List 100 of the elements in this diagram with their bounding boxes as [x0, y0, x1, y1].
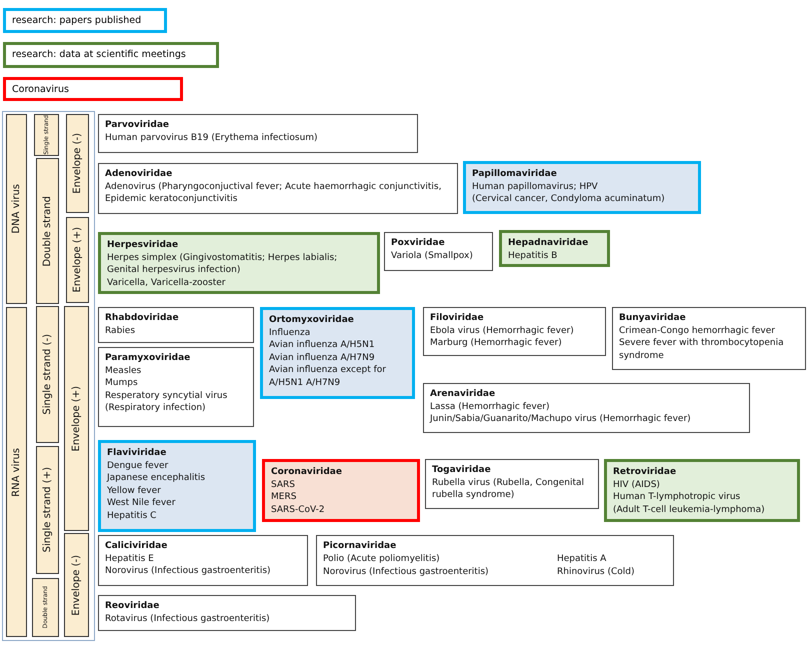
disease-entry: Hepatitis E — [105, 552, 155, 565]
virus-family-box — [98, 535, 308, 586]
classification-band — [36, 306, 59, 443]
virus-family-box — [612, 307, 806, 370]
virus-family-box — [604, 459, 800, 522]
disease-entry: Rabies — [105, 324, 136, 337]
disease-entry: Avian influenza A/H5N1 — [269, 339, 376, 352]
virus-family-box — [98, 114, 418, 153]
family-name: Papillomaviridae — [472, 168, 558, 180]
classification-band — [6, 114, 27, 304]
family-name: Retroviridae — [613, 466, 678, 478]
legend-label: research: papers published — [12, 15, 142, 26]
disease-entry: Avian influenza A/H7N9 — [269, 352, 376, 364]
virus-family-box — [98, 163, 458, 214]
family-name: Bunyaviridae — [619, 312, 687, 324]
disease-entry: Ebola virus (Hemorrhagic fever) — [430, 324, 575, 337]
classification-band — [66, 217, 89, 303]
virus-family-box — [316, 535, 674, 586]
virus-family-box — [98, 232, 380, 294]
virus-family-box — [425, 459, 599, 509]
classification-band — [36, 446, 59, 574]
disease-entry: Avian influenza except for A/H5N1 A/H7N9 — [269, 364, 387, 389]
classification-band — [64, 533, 89, 637]
disease-entry: (Adult T-cell leukemia-lymphoma) — [613, 504, 766, 516]
family-name: Rhabdoviridae — [105, 312, 180, 324]
disease-entry: Norovirus (Infectious gastroenteritis) — [105, 565, 272, 578]
disease-entry: MERS — [271, 491, 298, 504]
disease-entry: Human parvovirus B19 (Erythema infectiosum) — [105, 132, 319, 144]
disease-entry: Human papillomavirus; HPV — [472, 180, 599, 193]
band-label: Double strand — [42, 196, 53, 266]
family-name: Arenaviridae — [430, 388, 496, 400]
disease-entry: Junin/Sabia/Guanarito/Machupo virus (Hemorrhagic fever) — [430, 413, 692, 426]
disease-entry: Varicella, Varicella-zooster — [107, 276, 227, 289]
family-name: Caliciviridae — [105, 540, 168, 552]
classification-band — [34, 114, 59, 156]
disease-entry: HIV (AIDS) — [613, 478, 661, 491]
virus-family-box — [98, 595, 356, 631]
virus-family-box — [98, 307, 254, 343]
disease-entry: Herpes simplex (Gingivostomatitis; Herpes labialis; Genital herpesvirus infection) — [107, 252, 338, 276]
disease-entry: Hepatitis A — [557, 553, 608, 566]
disease-entry: Rubella virus (Rubella, Congenital rubella syndrome) — [432, 476, 586, 502]
disease-entry: Crimean-Congo hemorrhagic fever — [619, 324, 776, 337]
disease-entry: Influenza — [269, 326, 312, 339]
family-name: Togaviridae — [432, 464, 492, 476]
family-name: Parvoviridae — [105, 119, 170, 132]
band-label: DNA virus — [11, 184, 22, 234]
family-name: Poxviridae — [391, 237, 446, 250]
virus-family-box — [260, 307, 415, 399]
classification-band — [36, 158, 59, 304]
disease-entry: West Nile fever — [107, 497, 176, 510]
disease-entry: Hepatitis C — [107, 510, 158, 522]
band-label: Envelope (+) — [72, 227, 83, 293]
family-name: Reoviridae — [105, 600, 160, 612]
legend-label: Coronavirus — [12, 84, 69, 95]
disease-entry: Mumps — [105, 377, 139, 390]
family-name: Ortomyxoviridae — [269, 314, 355, 326]
disease-entry: Hepatitis B — [508, 250, 558, 262]
disease-entry: SARS-CoV-2 — [271, 504, 326, 516]
disease-entry: Marburg (Hemorrhagic fever) — [430, 337, 563, 350]
family-name: Flaviviridae — [107, 447, 168, 460]
classification-band — [6, 307, 27, 637]
disease-entry: Lassa (Hemorrhagic fever) — [430, 400, 550, 413]
disease-entry: Adenovirus (Pharyngoconjuctival fever; Acute haemorrhagic conjunctivitis, Epidemic keratoconjunctivitis — [105, 180, 442, 206]
disease-entry: Resperatory syncytial virus (Respiratory infection) — [105, 390, 228, 414]
family-name: Adenoviridae — [105, 168, 174, 180]
virus-family-box — [98, 440, 256, 532]
band-label: Envelope (-) — [71, 554, 82, 616]
disease-entry: (Cervical cancer, Condyloma acuminatum) — [472, 193, 666, 206]
classification-band — [66, 114, 89, 213]
family-name: Filoviridae — [430, 312, 485, 324]
disease-entry: Yellow fever — [107, 484, 162, 497]
band-label: Envelope (-) — [72, 133, 83, 194]
disease-entry: Japanese encephalitis — [107, 472, 206, 484]
virus-family-box — [262, 459, 420, 522]
classification-band — [64, 306, 89, 531]
virus-family-box — [423, 383, 750, 433]
virus-family-box — [423, 307, 606, 356]
family-name: Herpesviridae — [107, 239, 180, 252]
disease-entry: Severe fever with thrombocytopenia syndrome — [619, 337, 785, 362]
disease-entry: Norovirus (Infectious gastroenteritis) — [323, 566, 489, 578]
family-name: Hepadnaviridae — [508, 237, 590, 250]
band-label: Single strand (-) — [42, 334, 53, 415]
band-label: Single strand (+) — [42, 467, 53, 553]
virus-family-box — [98, 347, 254, 427]
disease-entry: Measles — [105, 364, 142, 377]
virus-family-box — [384, 232, 493, 271]
legend-label: research: data at scientific meetings — [12, 49, 186, 60]
disease-entry: Dengue fever — [107, 460, 170, 472]
family-name: Paramyxoviridae — [105, 352, 192, 364]
disease-entry: Human T-lymphotropic virus — [613, 491, 742, 504]
band-label: RNA virus — [11, 448, 22, 496]
classification-band — [32, 578, 59, 637]
disease-entry: SARS — [271, 478, 296, 491]
family-name: Coronaviridae — [271, 466, 343, 478]
disease-entry: Rhinovirus (Cold) — [557, 566, 634, 578]
family-name: Picornaviridae — [323, 540, 398, 552]
band-label: Envelope (+) — [71, 386, 82, 452]
disease-entry: Rotavirus (Infectious gastroenteritis) — [105, 612, 271, 625]
disease-entry: Variola (Smallpox) — [391, 250, 474, 262]
virus-family-box — [499, 230, 610, 267]
